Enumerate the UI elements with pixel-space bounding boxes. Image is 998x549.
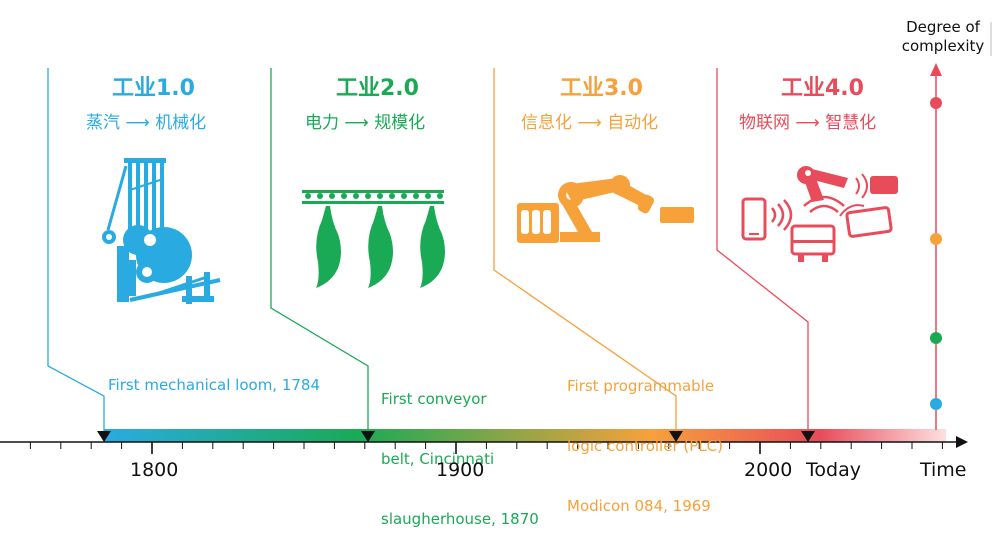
arrow-icon: ⟶ [125, 113, 150, 133]
milestone-marker-today [801, 431, 815, 442]
era-subtitle-industry-2: 电力 ⟶ 规模化 [305, 108, 425, 133]
era3-connector-line [493, 68, 677, 432]
arrow-icon: ⟶ [795, 113, 820, 133]
era2-connector-line [270, 68, 369, 432]
tick-label-today: Today [806, 459, 861, 481]
tick-label-1800: 1800 [130, 459, 179, 481]
era-subtitle-industry-1: 蒸汽 ⟶ 机械化 [86, 108, 206, 133]
robot-arm-plc-icon [517, 175, 694, 243]
x-axis-label: Time [920, 459, 967, 481]
milestone-note-plc: First programmable logic controller (PLC… [567, 336, 723, 536]
tick-label-2000: 2000 [744, 459, 793, 481]
era-from-label: 物联网 [739, 113, 790, 133]
y-axis-label: Degree of complexity [898, 18, 988, 56]
era-subtitle-industry-3: 信息化 ⟶ 自动化 [521, 108, 658, 133]
complexity-dot-industry-4 [930, 97, 942, 109]
milestone-note-line: slaugherhouse, 1870 [381, 510, 539, 528]
complexity-dot-industry-2 [930, 332, 942, 344]
era-title-industry-3: 工业3.0 [560, 76, 643, 101]
industry-timeline-diagram [0, 22, 992, 454]
time-axis-arrowhead [956, 436, 968, 448]
era1-connector-line [47, 68, 105, 432]
milestone-note-loom: First mechanical loom, 1784 [108, 376, 321, 394]
iot-devices-icon [741, 166, 898, 262]
era-to-label: 智慧化 [825, 113, 877, 133]
complexity-axis-arrowhead [930, 63, 942, 76]
milestone-note-line: logic controller (PLC) [567, 437, 723, 455]
milestone-note-line: First programmable [567, 377, 715, 395]
era-title-industry-1: 工业1.0 [112, 76, 195, 101]
y-axis-label-line: Degree of [906, 18, 980, 36]
milestone-note-conveyor: First conveyor belt, Cincinnati slaugher… [381, 349, 539, 549]
era-from-label: 蒸汽 [86, 113, 120, 133]
conveyor-belt-icon [302, 190, 445, 288]
era-subtitle-industry-4: 物联网 ⟶ 智慧化 [739, 108, 876, 133]
era-to-label: 规模化 [374, 113, 426, 133]
timeline-gradient-band [104, 429, 946, 442]
era-from-label: 电力 [305, 113, 339, 133]
complexity-dot-industry-3 [930, 233, 942, 245]
era-to-label: 自动化 [607, 113, 659, 133]
milestone-note-line: belt, Cincinnati [381, 450, 495, 468]
arrow-icon: ⟶ [577, 113, 602, 133]
arrow-icon: ⟶ [344, 113, 369, 133]
milestone-note-line: First conveyor [381, 390, 487, 408]
milestone-note-line: Modicon 084, 1969 [567, 497, 711, 515]
tick-label-1900: 1900 [436, 459, 485, 481]
complexity-dot-industry-1 [930, 398, 942, 410]
time-axis-ticks [29, 442, 943, 454]
y-axis-label-line: complexity [901, 37, 985, 55]
era-from-label: 信息化 [521, 113, 572, 133]
milestone-marker-1969 [669, 431, 683, 442]
era4-connector-line [716, 68, 809, 432]
era-to-label: 机械化 [155, 113, 207, 133]
era-title-industry-2: 工业2.0 [336, 76, 419, 101]
era-title-industry-4: 工业4.0 [781, 76, 864, 101]
milestone-marker-1784 [97, 431, 111, 442]
milestone-marker-1870 [361, 431, 375, 442]
mechanical-loom-icon [102, 158, 221, 304]
